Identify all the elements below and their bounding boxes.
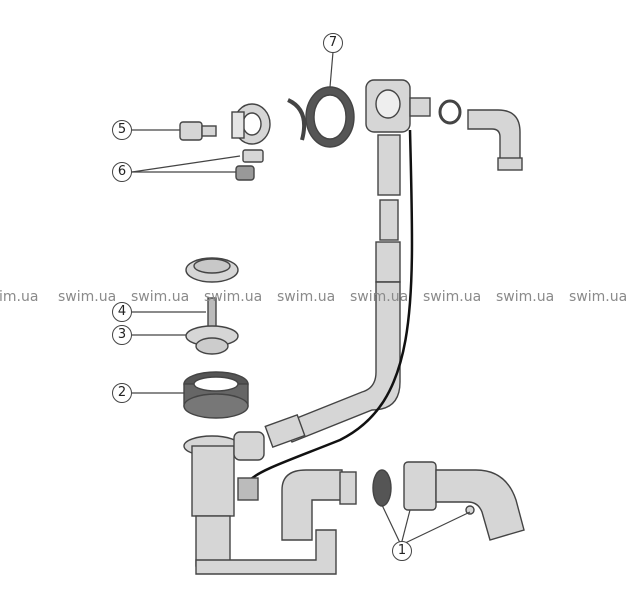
- leader-lines: [131, 51, 471, 546]
- overflow-valve-body: [365, 79, 523, 171]
- plug-cap: [185, 257, 239, 283]
- watermark: swim.ua: [569, 289, 626, 305]
- watermark: swim.ua: [58, 289, 117, 305]
- bowden-cable: [249, 129, 414, 481]
- callout-5: 5: [112, 120, 132, 140]
- drain-body-trap: [183, 431, 357, 575]
- gasket-part-7: [305, 86, 355, 148]
- watermark: swim.ua: [131, 289, 190, 305]
- watermark: im.ua: [0, 289, 39, 305]
- watermark: swim.ua: [204, 289, 263, 305]
- watermark: swim.ua: [423, 289, 482, 305]
- callout-6: 6: [112, 162, 132, 182]
- strainer-part-3: [185, 325, 239, 355]
- callout-4: 4: [112, 302, 132, 322]
- callout-2: 2: [112, 383, 132, 403]
- overflow-cover: [231, 98, 307, 145]
- callout-1: 1: [392, 541, 412, 561]
- gasket-nut-part-2: [183, 371, 249, 419]
- watermark: swim.ua: [496, 289, 555, 305]
- watermark: swim.ua: [277, 289, 336, 305]
- fittings-part-1: [372, 461, 525, 541]
- callout-7: 7: [323, 33, 343, 53]
- overflow-screw-part-5: [179, 121, 217, 141]
- nuts-part-6: [235, 149, 264, 181]
- callout-3: 3: [112, 325, 132, 345]
- overflow-pipe: [264, 134, 401, 449]
- watermark: swim.ua: [350, 289, 409, 305]
